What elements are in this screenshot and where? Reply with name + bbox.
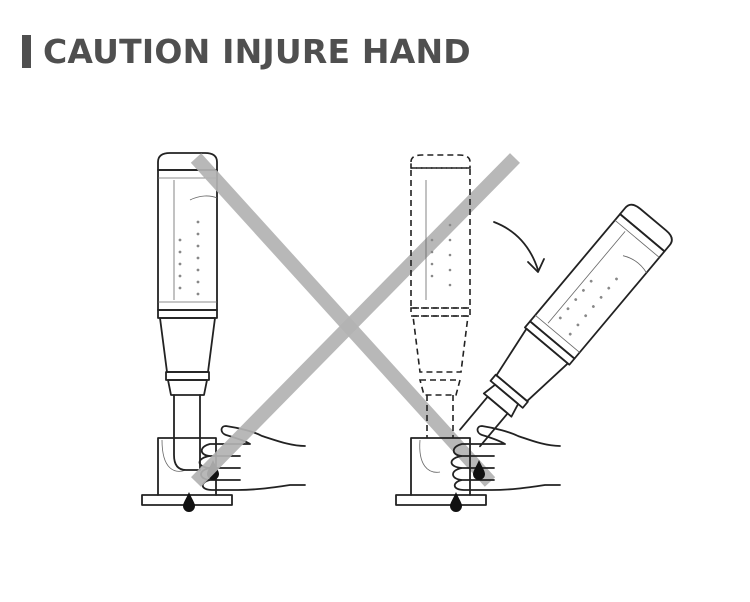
blood-drop-icon — [183, 492, 195, 512]
led-dots — [178, 220, 200, 296]
mount-bracket — [410, 437, 471, 496]
ghost-lamp — [410, 154, 471, 438]
lamp-cap — [157, 152, 218, 171]
cross-stroke — [191, 153, 520, 487]
cross-stroke — [190, 153, 496, 487]
mount-base — [395, 494, 487, 506]
blood-drop-icon — [473, 460, 485, 480]
heading-title: CAUTION INJURE HAND — [43, 31, 471, 71]
lamp-body — [159, 317, 216, 373]
hand — [450, 425, 561, 491]
lamp-lens — [157, 169, 218, 311]
heading: CAUTION INJURE HAND — [22, 34, 471, 68]
upright-lamp-warning — [141, 152, 520, 512]
blood-drop-icon — [450, 492, 462, 512]
tilted-lamp — [459, 203, 673, 448]
rotate-arrow-icon — [493, 221, 539, 271]
tilting-lamp-warning — [395, 154, 673, 512]
heading-accent-bar — [22, 34, 31, 68]
lamp-pole — [173, 394, 201, 471]
